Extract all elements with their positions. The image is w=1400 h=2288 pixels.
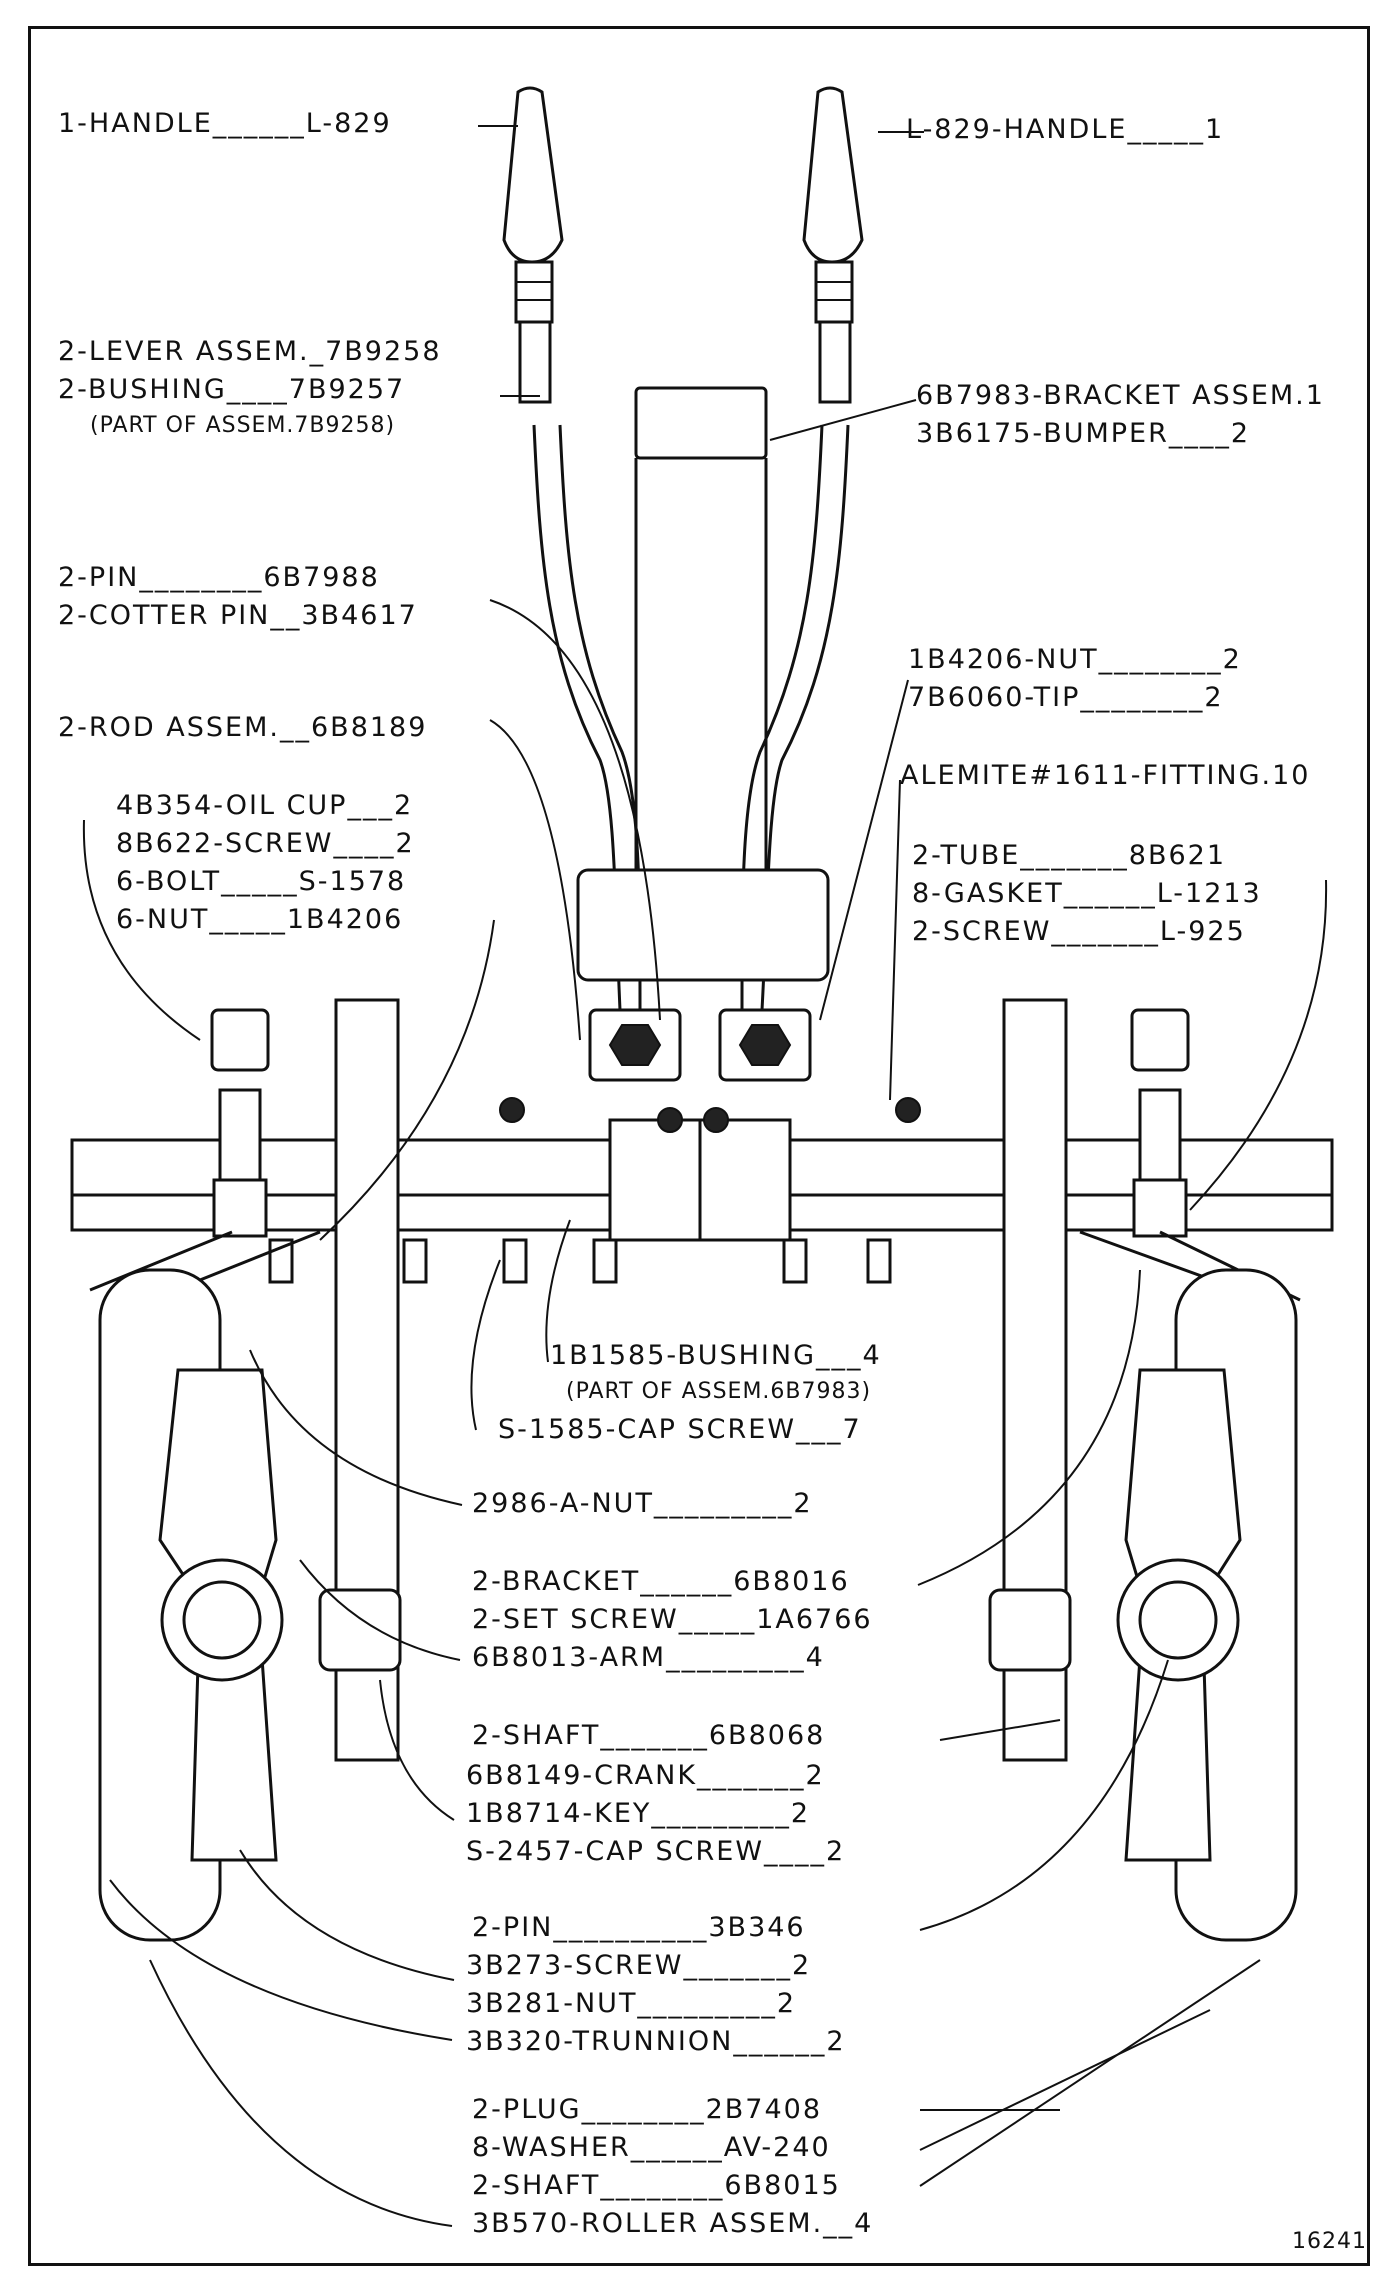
label-screw-8b622: 8B622-SCREW____2 bbox=[116, 828, 415, 859]
label-shaft-6b8068: 2-SHAFT_______6B8068 bbox=[472, 1720, 826, 1751]
label-arm: 6B8013-ARM_________4 bbox=[472, 1642, 825, 1673]
label-oil-cup: 4B354-OIL CUP___2 bbox=[116, 790, 414, 821]
label-screw-3b273: 3B273-SCREW_______2 bbox=[466, 1950, 812, 1981]
label-bracket-6b8016: 2-BRACKET______6B8016 bbox=[472, 1566, 850, 1597]
label-handle-right: L-829-HANDLE_____1 bbox=[906, 114, 1225, 145]
label-cap-screw-s2457: S-2457-CAP SCREW____2 bbox=[466, 1836, 846, 1867]
leader-lines bbox=[82, 125, 1328, 2227]
label-bushing: 2-BUSHING____7B9257 bbox=[58, 374, 406, 405]
label-shaft-6b8015: 2-SHAFT________6B8015 bbox=[472, 2170, 841, 2201]
label-lever-assem: 2-LEVER ASSEM._7B9258 bbox=[58, 336, 442, 367]
label-tip: 7B6060-TIP________2 bbox=[908, 682, 1224, 713]
label-washer: 8-WASHER______AV-240 bbox=[472, 2132, 831, 2163]
label-nut-2986: 2986-A-NUT_________2 bbox=[472, 1488, 813, 1519]
label-bumper: 3B6175-BUMPER____2 bbox=[916, 418, 1251, 449]
label-cotter-pin: 2-COTTER PIN__3B4617 bbox=[58, 600, 418, 631]
label-handle-left: 1-HANDLE______L-829 bbox=[58, 108, 392, 139]
label-pin: 2-PIN________6B7988 bbox=[58, 562, 380, 593]
bracket-assembly bbox=[634, 386, 768, 460]
label-screw-l925: 2-SCREW_______L-925 bbox=[912, 916, 1246, 947]
label-bolt: 6-BOLT_____S-1578 bbox=[116, 866, 407, 897]
right-handle bbox=[802, 86, 864, 404]
left-oil-cup bbox=[210, 1008, 270, 1072]
label-part-of-assem-bracket: (PART OF ASSEM.6B7983) bbox=[566, 1379, 872, 1404]
label-plug: 2-PLUG________2B7408 bbox=[472, 2094, 822, 2125]
label-trunnion: 3B320-TRUNNION______2 bbox=[466, 2026, 846, 2057]
label-cap-screw-s1585: S-1585-CAP SCREW___7 bbox=[498, 1414, 862, 1445]
label-nut-1b4206: 1B4206-NUT________2 bbox=[908, 644, 1242, 675]
left-handle bbox=[502, 86, 564, 404]
label-part-of-assem-lever: (PART OF ASSEM.7B9258) bbox=[90, 413, 396, 438]
figure-number: 16241 bbox=[1292, 2229, 1367, 2254]
label-crank: 6B8149-CRANK_______2 bbox=[466, 1760, 825, 1791]
label-nut-3b281: 3B281-NUT_________2 bbox=[466, 1988, 797, 2019]
label-roller-assem: 3B570-ROLLER ASSEM.__4 bbox=[472, 2208, 874, 2239]
label-bushing-1b1585: 1B1585-BUSHING___4 bbox=[550, 1340, 882, 1371]
label-nut-6: 6-NUT_____1B4206 bbox=[116, 904, 404, 935]
label-key: 1B8714-KEY_________2 bbox=[466, 1798, 811, 1829]
label-alemite: ALEMITE#1611-FITTING.10 bbox=[900, 760, 1311, 791]
drawing-frame bbox=[28, 26, 1370, 2266]
label-rod-assem: 2-ROD ASSEM.__6B8189 bbox=[58, 712, 428, 743]
label-pin-3b346: 2-PIN__________3B346 bbox=[472, 1912, 806, 1943]
right-oil-cup bbox=[1130, 1008, 1190, 1072]
label-gasket: 8-GASKET______L-1213 bbox=[912, 878, 1262, 909]
label-bracket-assem: 6B7983-BRACKET ASSEM.1 bbox=[916, 380, 1325, 411]
label-set-screw: 2-SET SCREW_____1A6766 bbox=[472, 1604, 873, 1635]
label-tube: 2-TUBE_______8B621 bbox=[912, 840, 1227, 871]
